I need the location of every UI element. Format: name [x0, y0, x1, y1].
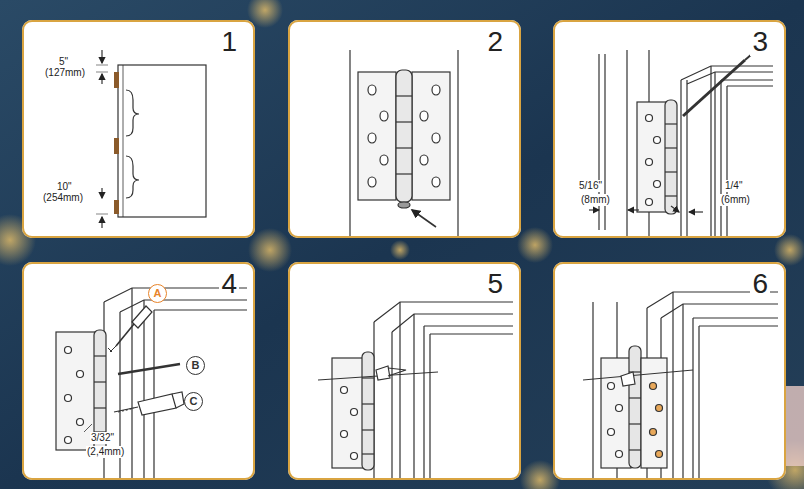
- callout-letter: C: [190, 396, 198, 407]
- tool-callout-circle: C: [184, 392, 203, 411]
- dimension-label: (8mm): [580, 194, 611, 206]
- dimension-label: 5/16": [578, 180, 603, 192]
- dimension-label: 5": [58, 56, 69, 68]
- step-number: 4: [219, 270, 239, 298]
- dimension-label: (254mm): [42, 192, 84, 204]
- tool-callout-circle: A: [148, 284, 167, 303]
- step-panel: 4A B C: [22, 262, 255, 480]
- step-number: 2: [485, 28, 505, 56]
- step-panel: 6: [553, 262, 786, 480]
- callout-letter: B: [192, 360, 200, 371]
- step-number: 1: [219, 28, 239, 56]
- step-number: 5: [485, 270, 505, 298]
- tool-callout-circle: B: [186, 356, 205, 375]
- step-number: 6: [750, 270, 770, 298]
- step-number: 3: [750, 28, 770, 56]
- callout-letter: A: [154, 288, 162, 299]
- dimension-label: (2,4mm): [86, 446, 125, 458]
- dimension-label: (127mm): [44, 67, 86, 79]
- dimension-label: 10": [56, 181, 73, 193]
- step-panel: 2: [288, 20, 521, 238]
- dimension-label: 3/32": [90, 432, 115, 444]
- step-panel: 5: [288, 262, 521, 480]
- step-panel: 1: [22, 20, 255, 238]
- dimension-label: 1/4": [724, 180, 743, 192]
- dimension-label: (6mm): [720, 194, 751, 206]
